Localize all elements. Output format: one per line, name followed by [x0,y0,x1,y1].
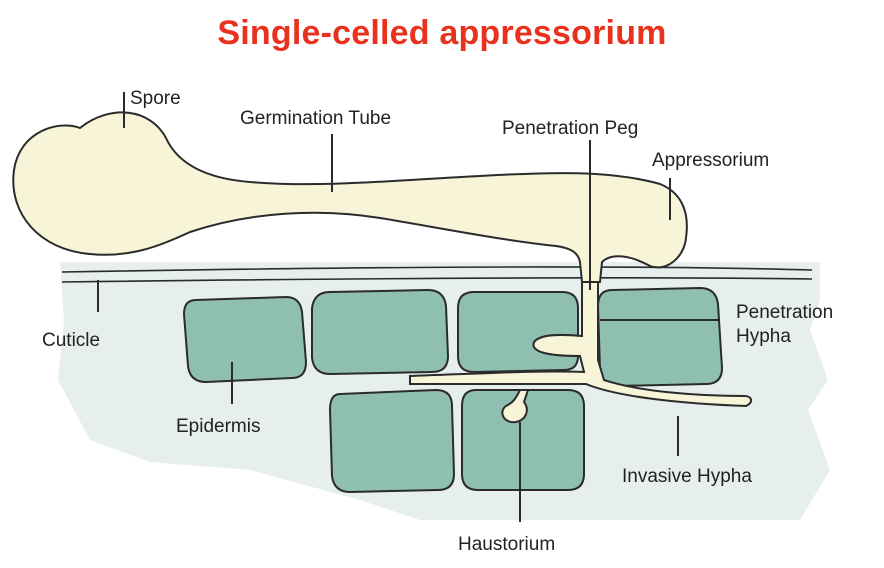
label-invasive-hypha: Invasive Hypha [622,466,752,487]
label-appressorium: Appressorium [652,150,769,171]
epidermis-cell [457,291,579,374]
epidermis-cell [182,295,308,384]
label-penetration-peg: Penetration Peg [502,118,638,139]
penetration-hypha [409,281,752,408]
label-haustorium: Haustorium [458,534,555,555]
diagram-title: Single-celled appressorium [217,14,667,52]
label-germination-tube: Germination Tube [240,108,391,129]
cuticle-upper-line [61,266,813,273]
mesophyll-cell [328,388,456,494]
haustorium-branch [501,389,530,424]
label-penetration-hypha-1: Penetration [736,302,833,323]
label-penetration-hypha-2: Hypha [736,326,791,347]
label-cuticle: Cuticle [42,330,100,351]
label-epidermis: Epidermis [176,416,260,437]
label-spore: Spore [130,88,181,109]
spore-germ-tube-appressorium [12,111,688,283]
epidermis-cell [311,288,450,376]
epidermis-cell [596,286,724,388]
cuticle-lower-line [61,276,813,283]
mesophyll-cell [461,389,585,491]
